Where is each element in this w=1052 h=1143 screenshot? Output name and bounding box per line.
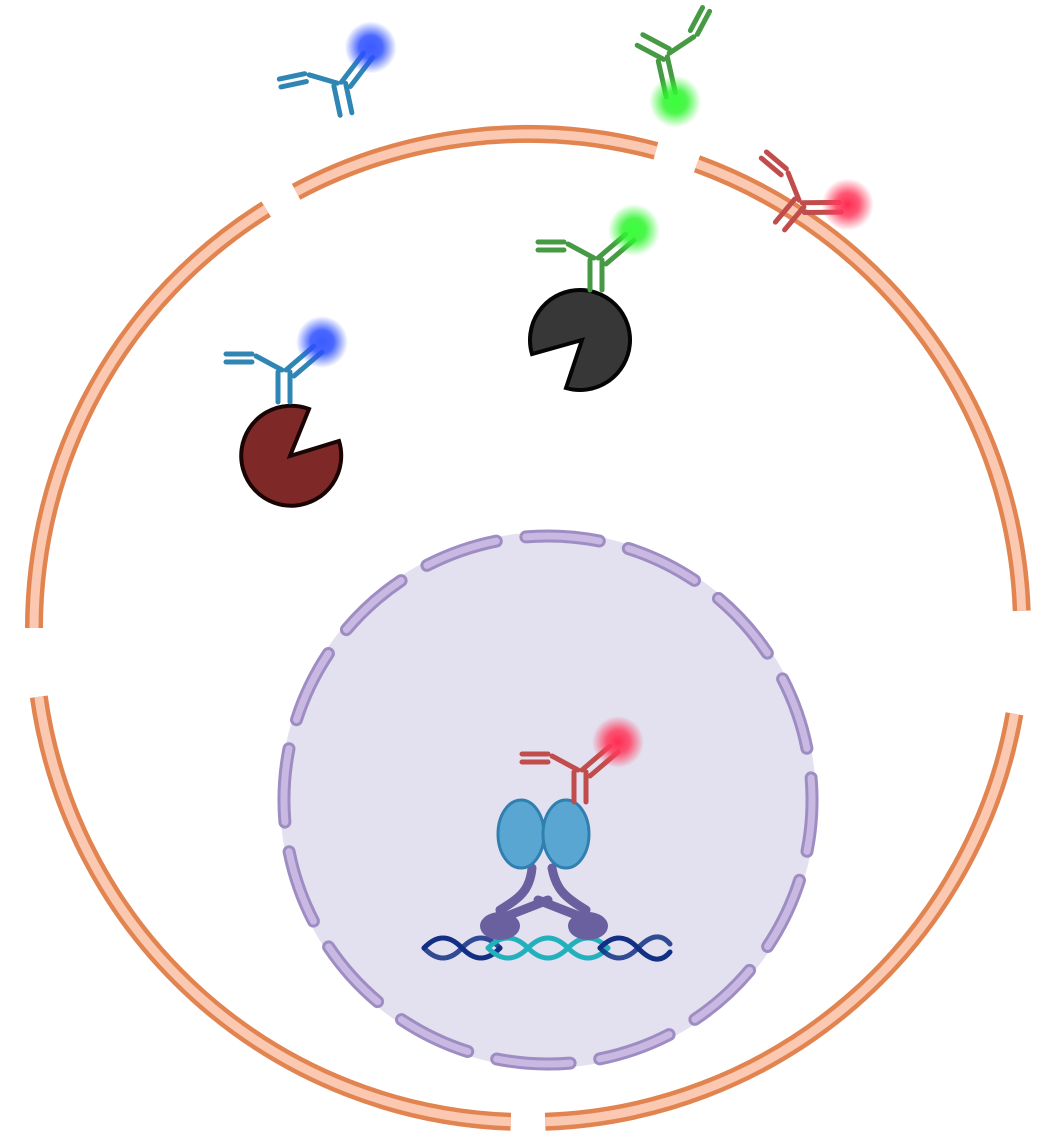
nuclear-envelope-segment-inner [624,545,698,584]
dna-strand-right-back [597,934,673,961]
fluorophore-glow [344,21,397,74]
membrane-segment-inner [34,696,511,1127]
nuclear-envelope-segment-inner [779,675,811,752]
nuclear-envelope-segment-inner [714,594,771,657]
antigen-dark-red [239,403,344,508]
antibody-red-membrane [736,123,874,267]
dna-strand-left-back [421,935,503,961]
membrane-segment-inner [545,713,1019,1127]
transcription-factor [480,798,608,940]
membrane-segment-inner [29,205,269,629]
nuclear-envelope-segment-inner [398,1016,472,1055]
membrane-segment [693,155,1031,612]
nuclear-envelope-segment-inner [293,650,332,724]
antibody-blue-extracellular [271,21,397,126]
antibody-red-bound [522,716,644,802]
nuclear-envelope-segment-inner [691,966,754,1023]
antibody-green-bound [538,204,660,290]
nuclear-envelope-segment-inner [803,774,816,855]
nuclear-envelope-segment-inner [280,745,293,826]
fluorophore-glow [608,204,660,256]
antigen-dark-gray [528,288,632,392]
nucleus [277,529,819,1071]
nuclear-envelope-segment-inner [285,848,317,925]
fluorophore-glow [592,716,644,768]
nuclear-envelope-segment-inner [423,537,500,569]
nuclear-envelope-segment-inner [596,1031,673,1063]
membrane-segment-inner [293,129,658,196]
nuclear-envelope-segment-inner [325,943,382,1006]
nuclear-envelope-segment-inner [522,532,603,545]
nuclear-envelope-segment-inner [342,577,405,634]
fluorophore-glow [649,75,702,128]
fluorophore-glow [296,316,348,368]
membrane-segment-inner [695,159,1027,611]
fluorophore-glow [821,178,874,231]
nuclear-envelope-segment-inner [493,1055,574,1068]
dna-binding-site-back [485,935,611,961]
fluorescent-antibodies [226,0,874,802]
nuclear-envelope-segment-inner [764,876,803,950]
antibody-blue-bound [226,316,348,402]
antibody-green-extracellular [610,0,743,128]
cell-membrane [25,124,1031,1131]
membrane-segment [25,201,271,629]
